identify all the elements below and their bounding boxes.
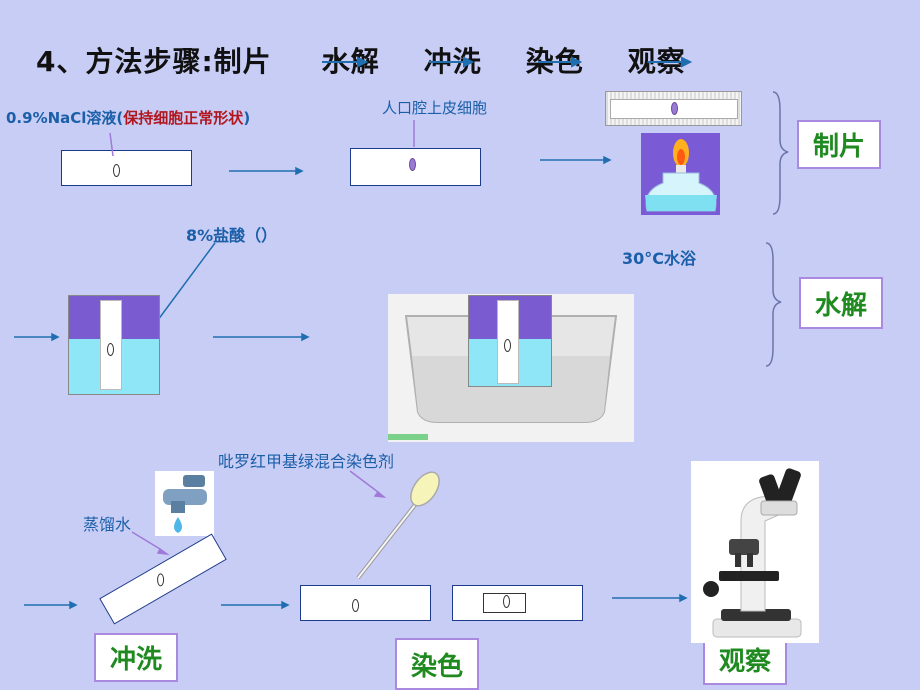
hcl-beaker [68,295,160,395]
nacl-label: 0.9%NaCl溶液(保持细胞正常形状) [6,107,250,128]
box-observe: 观察 [703,633,787,685]
hcl-cell [107,343,114,356]
nacl-purpose: 保持细胞正常形状 [123,109,244,127]
slide-covered [452,585,583,621]
flow-step-rinse: 冲洗 [423,45,482,78]
cell-sample [409,158,416,171]
heated-slide [605,91,742,126]
water-bath-label: 30°C水浴 [622,249,697,268]
nacl-suffix: ) [243,109,251,127]
flow-step-hydrolysis: 水解 [321,45,380,78]
page-title: 4、方法步骤:制片 水解 冲洗 染色 观察 [36,40,686,80]
microscope-icon [691,461,819,643]
tilted-slide-cell [157,573,165,587]
box-stain: 染色 [395,638,479,690]
water-bath [388,294,634,442]
droplet [113,164,120,177]
title-text: 4、方法步骤:制片 [36,45,272,78]
faucet-icon [155,471,214,536]
slide-with-cells [350,148,481,186]
bath-cell [504,339,511,352]
cover-slip [483,593,526,613]
alcohol-lamp [641,133,720,215]
stain-label: 吡罗红甲基绿混合染色剂 [218,452,395,471]
cell-sample-heated [671,102,678,115]
slide-staining [300,585,431,621]
stain-cell [352,599,359,612]
covered-cell [503,595,510,608]
box-hydrolysis: 水解 [799,277,883,329]
slide-in-hcl [100,300,122,390]
box-rinse: 冲洗 [94,633,178,682]
distilled-water-label: 蒸馏水 [83,515,132,534]
nacl-prefix: 0.9%NaCl溶液( [6,109,124,127]
hcl-beaker-in-bath [468,295,552,387]
cheek-cells-label: 人口腔上皮细胞 [382,99,488,117]
flow-step-stain: 染色 [525,45,584,78]
box-make-slide: 制片 [797,120,881,169]
hcl-label: 8%盐酸（） [186,226,278,245]
flow-step-observe: 观察 [627,45,686,78]
tilted-slide [99,533,227,625]
alcohol-lamp-drawing [645,139,717,212]
slide-with-saline [61,150,192,186]
